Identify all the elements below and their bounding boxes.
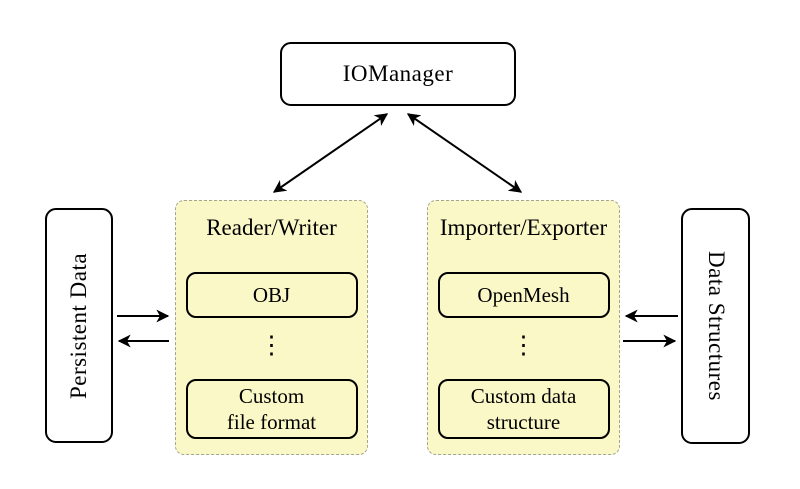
data-structures-node: Data Structures [681,208,750,444]
importer-exporter-panel: Importer/Exporter OpenMesh ⋮ Custom data… [427,200,620,455]
persistent-data-label: Persistent Data [66,252,92,399]
reader-writer-ellipsis: ⋮ [259,332,284,359]
importer-exporter-title: Importer/Exporter [439,215,608,240]
iomanager-label: IOManager [342,61,454,86]
arrow-iomanager-reader-writer [272,113,389,193]
reader-writer-title: Reader/Writer [206,215,337,240]
obj-format-box: OBJ [185,272,358,318]
arrow-iomanager-importer-exporter [406,113,523,193]
persistent-data-node: Persistent Data [45,208,113,443]
custom-file-format-box: Custom file format [185,379,358,439]
reader-writer-panel: Reader/Writer OBJ ⋮ Custom file format [175,200,368,455]
openmesh-box: OpenMesh [437,272,610,318]
data-structures-label: Data Structures [703,251,729,401]
importer-exporter-ellipsis: ⋮ [511,332,536,359]
iomanager-node: IOManager [280,42,516,106]
custom-data-structure-box: Custom data structure [437,379,610,439]
